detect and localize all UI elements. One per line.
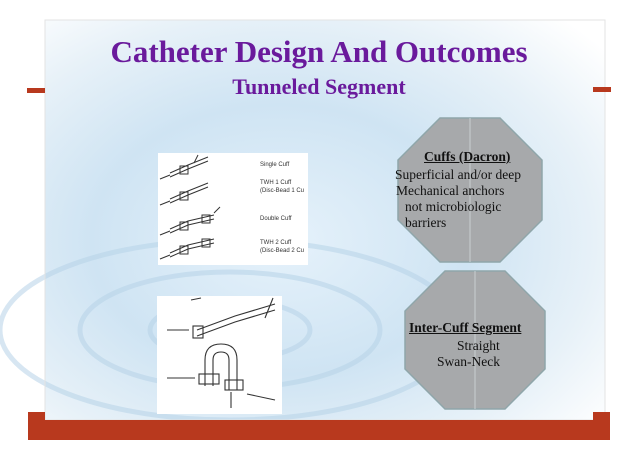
swan-cuff-2 — [224, 379, 244, 391]
swan-arrow-right — [246, 393, 276, 401]
swan-neck-outer — [204, 343, 238, 390]
arrow-3 — [159, 230, 171, 236]
cuff-1 — [179, 165, 189, 175]
diagram-label-single-cuff: Single Cuff — [260, 162, 290, 168]
cuff-4b — [201, 238, 211, 248]
cuffs-octagon-shape — [397, 117, 543, 263]
catheter-shapes-diagram — [157, 296, 282, 414]
slide-subtitle: Tunneled Segment — [232, 74, 406, 99]
intercuff-line-1: Straight — [457, 338, 500, 353]
catheter-tube-4 — [169, 238, 215, 254]
arrow-5 — [193, 154, 199, 164]
left-tick-mark — [27, 88, 45, 93]
intercuff-title: Inter-Cuff Segment — [409, 320, 522, 335]
bottom-bar-cap-left — [28, 412, 45, 420]
diagram-bottom-panel — [157, 296, 282, 414]
catheter-tube-1 — [169, 156, 209, 174]
cuffs-line-4: barriers — [405, 215, 447, 230]
diagram-label-twh2: TWH 2 Cuff — [260, 240, 292, 246]
catheter-tube-2 — [169, 182, 209, 200]
arrow-2 — [159, 200, 171, 206]
diagram-label-double-cuff: Double Cuff — [260, 216, 292, 222]
arrow-1 — [159, 174, 171, 180]
cuff-2 — [179, 191, 189, 201]
top-lead-line — [190, 297, 202, 301]
arrow-6 — [213, 206, 221, 214]
swan-neck-inner — [212, 351, 230, 390]
cuffs-line-2: Mechanical anchors — [396, 183, 505, 198]
cuffs-line-3: not microbiologic — [405, 199, 502, 214]
swan-cuff-1 — [198, 373, 220, 385]
bottom-bar-cap-right — [593, 412, 610, 420]
straight-cuff — [192, 325, 204, 339]
arrow-4 — [159, 254, 171, 260]
diagram-label-discbead2: (Disc-Bead 2 Cu — [260, 248, 304, 254]
cuff-3b — [201, 214, 211, 224]
right-tick-mark — [593, 87, 611, 92]
cuffs-title: Cuffs (Dacron) — [424, 149, 511, 164]
cuff-4a — [179, 245, 189, 255]
cuffs-line-1: Superficial and/or deep — [395, 167, 521, 182]
straight-catheter-top — [196, 303, 276, 331]
diagram-label-discbead1: (Disc-Bead 1 Cu — [260, 188, 304, 194]
tip-arrow — [264, 297, 274, 319]
diagram-label-twh1: TWH 1 Cuff — [260, 180, 292, 186]
cuff-types-diagram: Single Cuff TWH 1 Cuff (Disc-Bead 1 Cu D… — [158, 153, 308, 265]
intercuff-octagon-shape — [404, 270, 546, 410]
straight-catheter-bottom — [196, 309, 276, 337]
intercuff-line-2: Swan-Neck — [437, 354, 500, 369]
catheter-tube-3 — [169, 214, 215, 230]
cuff-3a — [179, 221, 189, 231]
bottom-accent-bar — [28, 420, 610, 440]
slide-title: Catheter Design And Outcomes — [110, 34, 528, 69]
